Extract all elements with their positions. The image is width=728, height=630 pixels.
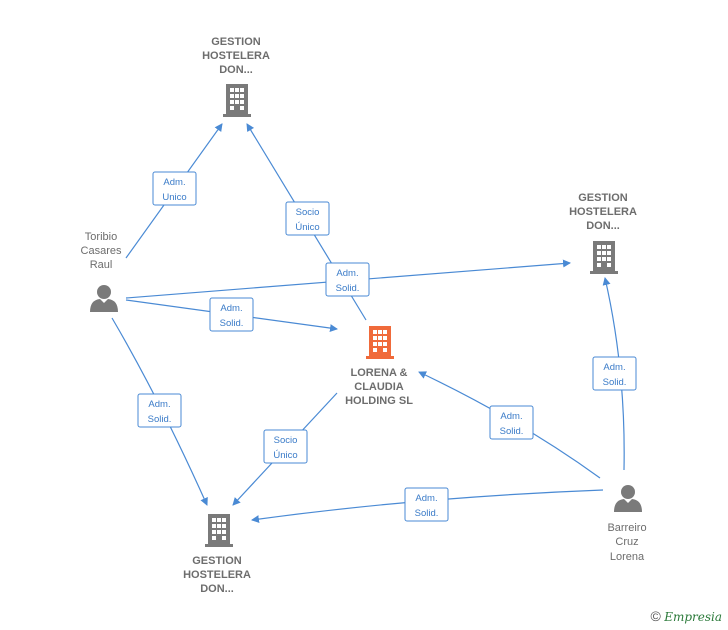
edge-label-e5: Adm. Solid. [137, 393, 182, 428]
svg-text:Solid.: Solid. [603, 377, 627, 388]
node-label-line: Cruz [615, 536, 638, 548]
building-icon [223, 84, 251, 117]
svg-text:Adm.: Adm. [603, 362, 625, 373]
person-icon [614, 485, 642, 512]
svg-text:Solid.: Solid. [415, 508, 439, 519]
node-label-line: Raul [90, 259, 113, 271]
node-label-line: GESTION [578, 192, 628, 204]
node-label-line: LORENA & [350, 367, 407, 379]
node-label-line: DON... [586, 220, 620, 232]
footer-brand: © Empresia [651, 608, 722, 624]
svg-text:Adm.: Adm. [500, 411, 522, 422]
svg-text:Adm.: Adm. [148, 399, 170, 410]
node-label-line: DON... [219, 64, 253, 76]
edge-label-e7: Adm. Solid. [489, 405, 534, 440]
edge-label-e9: Adm. Solid. [592, 356, 637, 391]
person-icon [90, 285, 118, 312]
svg-text:Adm.: Adm. [336, 268, 358, 279]
svg-text:Solid.: Solid. [220, 318, 244, 329]
node-label-line: HOSTELERA [183, 569, 251, 581]
svg-text:Solid.: Solid. [500, 426, 524, 437]
node-label-line: Casares [81, 245, 122, 257]
building-icon [366, 326, 394, 359]
edge-label-e4: Adm. Solid. [209, 297, 254, 332]
building-icon [590, 241, 618, 274]
node-label-line: DON... [200, 583, 234, 595]
edge-label-e8: Adm. Solid. [404, 487, 449, 522]
edge-label-e2: Socio Único [285, 201, 330, 236]
svg-text:Único: Único [295, 222, 319, 233]
node-label-line: GESTION [192, 555, 242, 567]
edge-label-e1: Adm. Unico [152, 171, 197, 206]
node-label-line: HOLDING SL [345, 395, 413, 407]
node-label-line: Barreiro [607, 522, 646, 534]
edge-label-e6: Socio Único [263, 429, 308, 464]
node-label-line: HOSTELERA [202, 50, 270, 62]
node-label-line: Lorena [610, 551, 645, 563]
node-label-line: HOSTELERA [569, 206, 637, 218]
svg-text:Adm.: Adm. [220, 303, 242, 314]
svg-text:Socio: Socio [296, 207, 320, 218]
edge-label-e3: Adm. Solid. [325, 262, 370, 297]
svg-text:Solid.: Solid. [336, 283, 360, 294]
node-label-line: GESTION [211, 36, 261, 48]
svg-text:Unico: Unico [162, 192, 186, 203]
node-gestion-bottom[interactable]: GESTION HOSTELERA DON... [183, 514, 251, 595]
copyright-symbol: © [650, 608, 661, 624]
svg-text:Adm.: Adm. [163, 177, 185, 188]
svg-text:Único: Único [273, 450, 297, 461]
node-gestion-top[interactable]: GESTION HOSTELERA DON... [202, 36, 270, 117]
node-label-line: Toribio [85, 231, 117, 243]
svg-text:Solid.: Solid. [148, 414, 172, 425]
svg-text:Adm.: Adm. [415, 493, 437, 504]
node-barreiro[interactable]: Barreiro Cruz Lorena [607, 485, 647, 563]
node-gestion-right[interactable]: GESTION HOSTELERA DON... [569, 192, 637, 274]
building-icon [205, 514, 233, 547]
brand-logo: Empresia [664, 610, 722, 624]
node-lorena-holding[interactable]: LORENA & CLAUDIA HOLDING SL [345, 326, 413, 407]
node-toribio[interactable]: Toribio Casares Raul [81, 231, 122, 312]
svg-text:Socio: Socio [274, 435, 298, 446]
node-label-line: CLAUDIA [354, 381, 404, 393]
